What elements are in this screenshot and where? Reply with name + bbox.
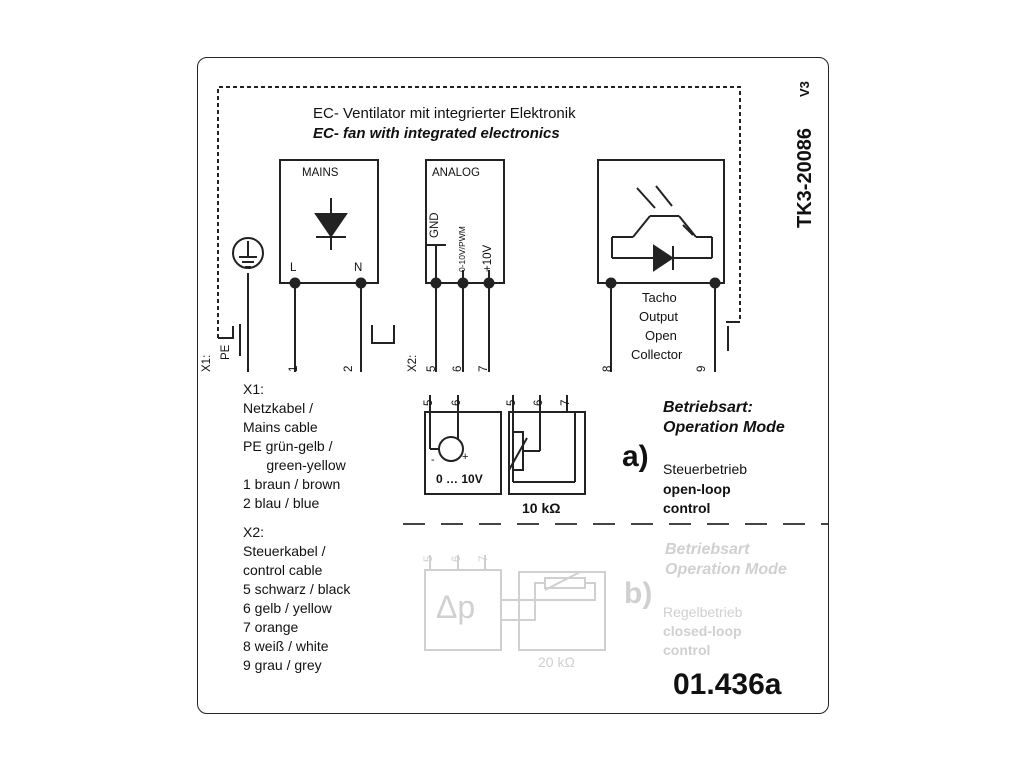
mode-b-resistor-label: 20 kΩ (538, 654, 575, 670)
tacho-line-4: Collector (631, 347, 683, 362)
mode-b-resistor-box (518, 571, 606, 651)
legend-x2-line: control cable (243, 562, 323, 578)
mode-a-desc-en-2: control (663, 500, 711, 516)
mains-label: MAINS (302, 167, 339, 179)
tacho-block (597, 159, 725, 284)
mode-a-heading-en: Operation Mode (663, 419, 785, 436)
terminal-2: 2 (343, 365, 355, 372)
document-version: V3 (797, 81, 812, 97)
title-german: EC- Ventilator mit integrierter Elektron… (313, 105, 576, 122)
part-number: 01.436a (673, 668, 782, 701)
mode-a-box1-pin: 5 (423, 399, 435, 406)
mode-a-heading-de: Betriebsart: (663, 399, 753, 416)
mode-a-voltage-box (424, 411, 502, 495)
mode-b-heading-en: Operation Mode (665, 561, 787, 578)
legend-x2-line: 7 orange (243, 619, 299, 635)
legend-x2: X2: Steuerkabel / control cable 5 schwar… (243, 523, 350, 675)
mode-b-heading-de: Betriebsart (665, 541, 750, 558)
terminal-9: 9 (696, 365, 708, 372)
terminal-pe: PE (220, 344, 232, 360)
mains-pin-n: N (354, 262, 363, 274)
legend-x1-title: X1: (243, 381, 265, 397)
analog-pin-10v: +10V (482, 244, 494, 272)
legend-x1-line: 2 blau / blue (243, 495, 320, 511)
analog-pin-signal: 0-10V/PWM (457, 226, 467, 272)
mode-a-resistor-label: 10 kΩ (522, 500, 561, 516)
legend-x1-line: 1 braun / brown (243, 476, 341, 492)
voltage-minus: - (431, 454, 435, 466)
mode-b-desc-de: Regelbetrieb (663, 604, 743, 620)
terminal-x1-label: X1: (201, 354, 213, 372)
legend-x1-line: PE grün-gelb / (243, 438, 333, 454)
mode-b-pin: 5 (423, 555, 435, 562)
analog-pin-gnd: GND (429, 212, 441, 238)
mode-a-voltage-label: 0 … 10V (436, 472, 483, 486)
mode-a-desc-en-1: open-loop (663, 481, 731, 497)
mode-a-desc-de: Steuerbetrieb (663, 461, 748, 477)
mode-b-letter: b) (624, 577, 653, 610)
legend-x2-line: 5 schwarz / black (243, 581, 351, 597)
terminal-x2-label: X2: (407, 354, 419, 372)
analog-label: ANALOG (432, 167, 480, 179)
terminal-8: 8 (602, 365, 614, 372)
mode-b-desc-en-2: control (663, 642, 711, 658)
legend-x1-line: Mains cable (243, 419, 318, 435)
mode-a-box2-pin: 5 (506, 399, 518, 406)
terminal-1: 1 (288, 365, 300, 372)
drawing-frame (197, 57, 829, 714)
legend-x2-line: Steuerkabel / (243, 543, 326, 559)
legend-x2-title: X2: (243, 524, 265, 540)
terminal-7: 7 (478, 365, 490, 372)
tacho-line-3: Open (645, 328, 677, 343)
voltage-source-icon (438, 436, 464, 462)
legend-x2-line: 9 grau / grey (243, 657, 322, 673)
mode-b-desc-en-1: closed-loop (663, 623, 742, 639)
voltage-plus: + (462, 451, 469, 463)
legend-x2-line: 6 gelb / yellow (243, 600, 332, 616)
mode-a-box2-pin: 6 (533, 399, 545, 406)
mode-a-box1-pin: 6 (451, 399, 463, 406)
document-id: TK3-20086 (794, 127, 816, 228)
legend-x1-line: Netzkabel / (243, 400, 314, 416)
terminal-5: 5 (426, 365, 438, 372)
mains-block (279, 159, 379, 284)
mode-a-box2-pin: 7 (560, 399, 572, 406)
tacho-line-2: Output (639, 309, 679, 324)
mode-b-pin: 7 (478, 555, 490, 562)
mode-b-pin: 6 (451, 555, 463, 562)
legend-x1-line: green-yellow (243, 457, 346, 473)
mode-b-sensor-label: Δp (436, 589, 476, 625)
terminal-6: 6 (452, 365, 464, 372)
tacho-diode-icon (653, 244, 674, 272)
mains-pin-l: L (290, 262, 297, 274)
mode-a-letter: a) (622, 440, 649, 473)
mode-b-sensor-box (424, 569, 502, 651)
legend-x1: X1: Netzkabel / Mains cable PE grün-gelb… (243, 380, 346, 513)
enclosure-dotted-outline (217, 86, 741, 338)
mode-a-potentiometer-box (508, 411, 586, 495)
potentiometer-icon (512, 431, 524, 471)
title-english: EC- fan with integrated electronics (313, 125, 560, 142)
legend-x2-line: 8 weiß / white (243, 638, 329, 654)
tacho-line-1: Tacho (642, 290, 677, 305)
